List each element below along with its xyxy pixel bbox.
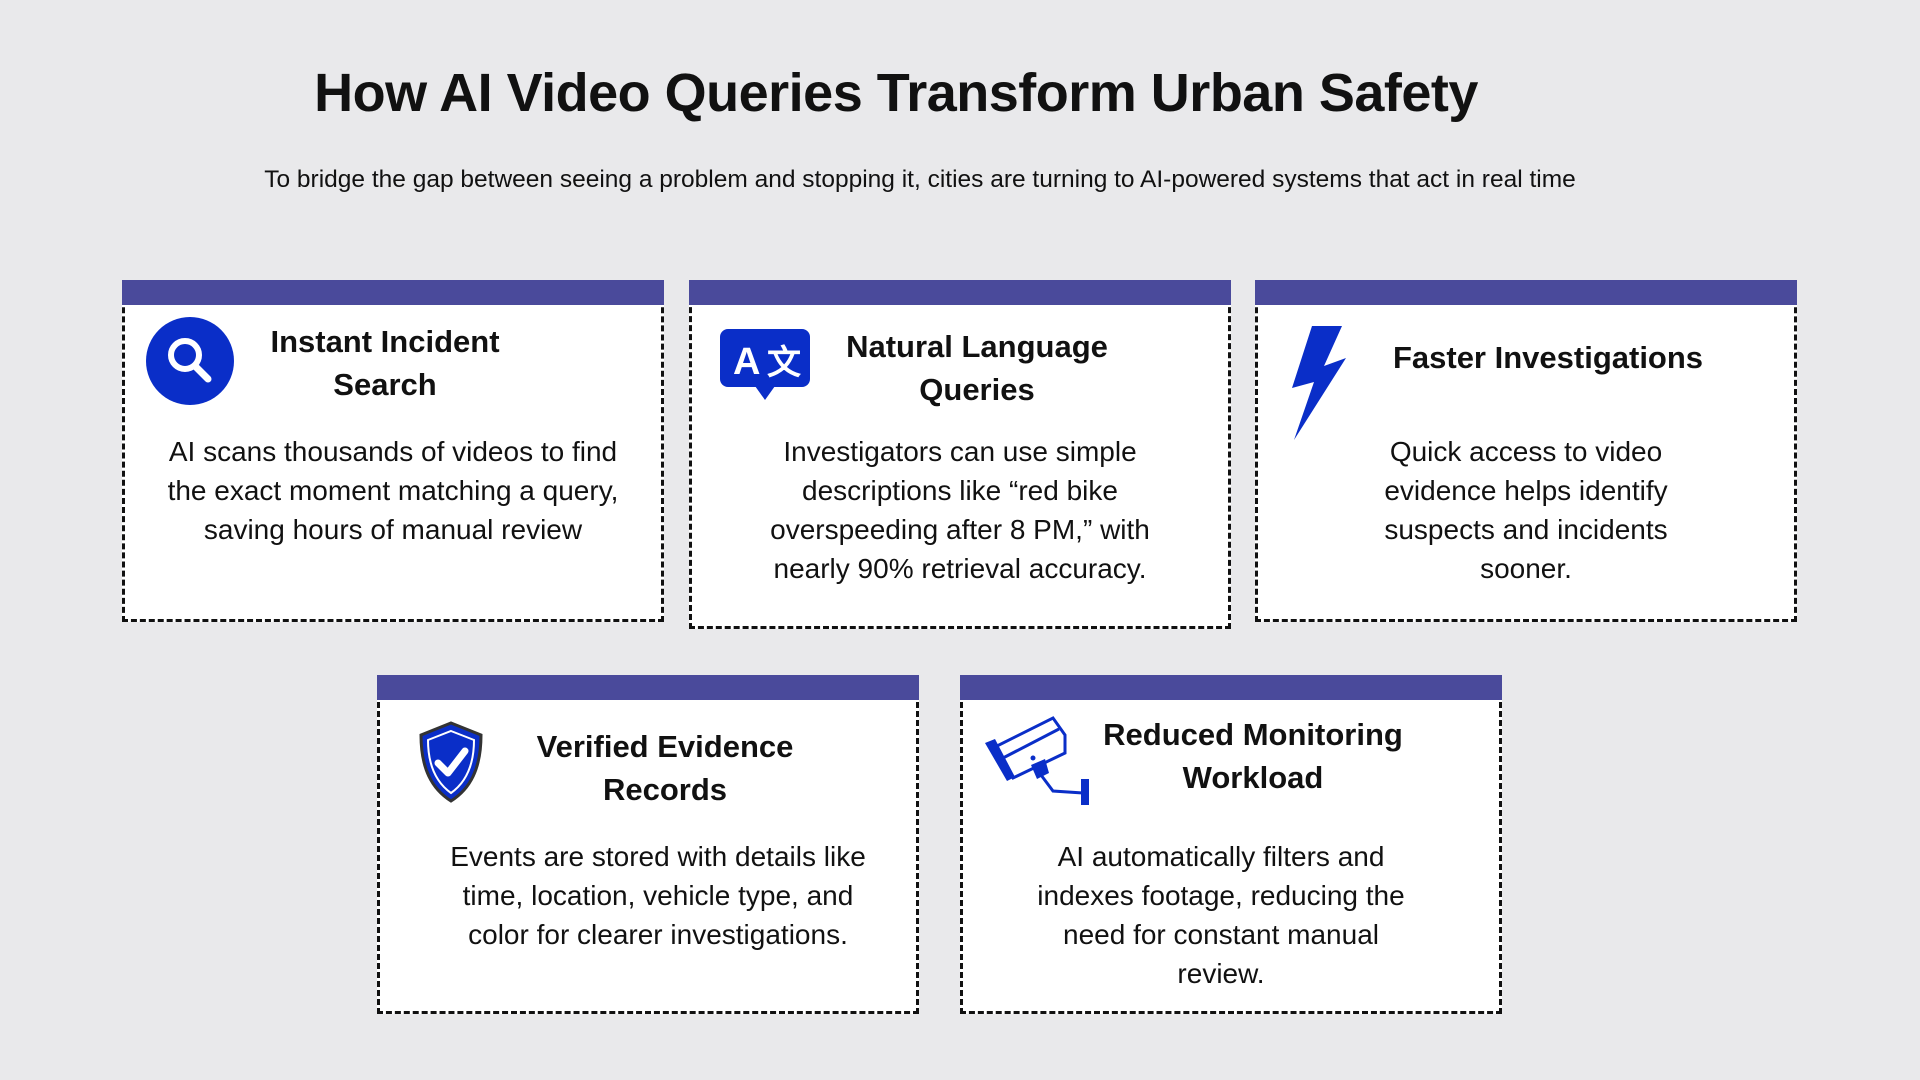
- card-reduced-monitoring-workload: Reduced Monitoring Workload AI automatic…: [960, 675, 1502, 1014]
- card-body: Quick access to video evidence helps ide…: [1384, 436, 1668, 584]
- shield-check-icon: [418, 721, 484, 808]
- card-header-bar: [689, 280, 1231, 305]
- card-body: AI automatically filters and indexes foo…: [1037, 841, 1405, 989]
- card-title: Natural Language Queries: [846, 329, 1108, 407]
- svg-text:A: A: [733, 341, 760, 383]
- search-icon: [145, 316, 235, 411]
- card-body: Events are stored with details like time…: [450, 841, 866, 950]
- card-header-bar: [1255, 280, 1797, 305]
- card-body: AI scans thousands of videos to find the…: [167, 436, 619, 545]
- card-title: Instant Incident Search: [270, 324, 500, 402]
- card-header-bar: [377, 675, 919, 700]
- cctv-camera-icon: [983, 713, 1093, 813]
- page-subtitle: To bridge the gap between seeing a probl…: [264, 166, 1576, 193]
- svg-text:文: 文: [767, 343, 801, 383]
- lightning-icon: [1290, 326, 1348, 445]
- card-faster-investigations: Faster Investigations Quick access to vi…: [1255, 280, 1797, 622]
- card-verified-evidence-records: Verified Evidence Records Events are sto…: [377, 675, 919, 1014]
- card-title: Verified Evidence Records: [536, 729, 794, 807]
- card-instant-incident-search: Instant Incident Search AI scans thousan…: [122, 280, 664, 622]
- card-header-bar: [122, 280, 664, 305]
- card-title: Faster Investigations: [1392, 340, 1704, 375]
- card-body: Investigators can use simple description…: [770, 436, 1150, 584]
- card-title: Reduced Monitoring Workload: [1103, 717, 1403, 795]
- page-title: How AI Video Queries Transform Urban Saf…: [314, 63, 1478, 123]
- card-header-bar: [960, 675, 1502, 700]
